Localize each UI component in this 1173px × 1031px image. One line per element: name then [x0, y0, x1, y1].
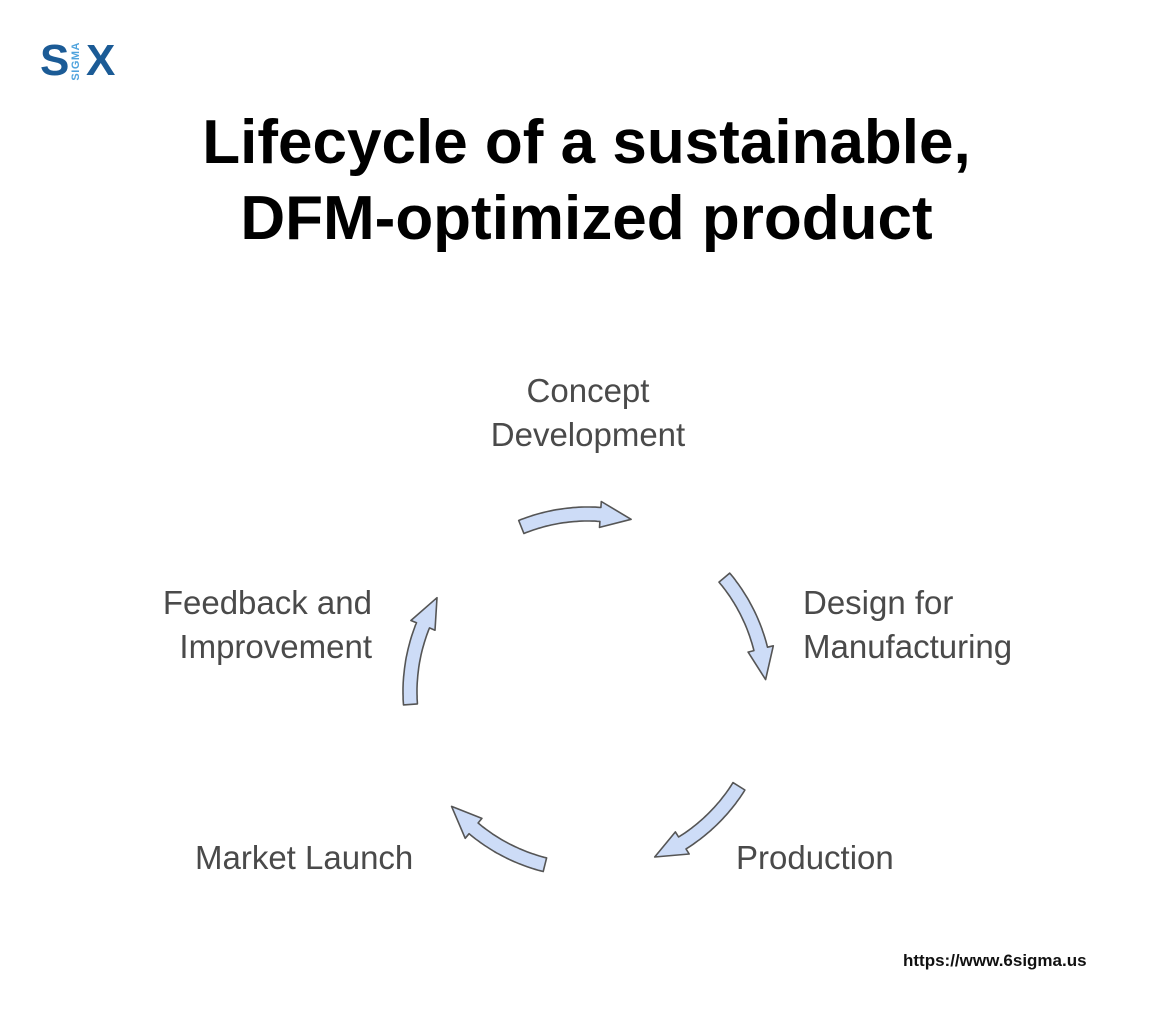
arrow-concept-to-design — [517, 500, 632, 535]
stage-label-line: Development — [490, 416, 686, 453]
stage-production: Production — [736, 836, 894, 880]
stage-label-line: Design for — [803, 584, 954, 621]
stage-design-for-manufacturing: Design for Manufacturing — [803, 581, 1012, 669]
arrow-feedback-to-concept — [402, 596, 438, 706]
stage-label-line: Improvement — [179, 628, 372, 665]
arrow-design-to-production — [718, 572, 775, 681]
logo-letter-x: X — [86, 36, 116, 85]
logo-letter-s: S — [40, 36, 70, 85]
page-title: Lifecycle of a sustainable, DFM-optimize… — [0, 105, 1173, 257]
stage-feedback-and-improvement: Feedback and Improvement — [80, 581, 372, 669]
footer-url: https://www.6sigma.us — [903, 951, 1087, 970]
stage-market-launch: Market Launch — [195, 836, 413, 880]
stage-concept-development: Concept Development — [438, 369, 738, 457]
stage-label-line: Production — [736, 839, 894, 876]
stage-label-line: Concept — [526, 372, 650, 409]
title-line-2: DFM-optimized product — [240, 184, 933, 253]
stage-label-line: Manufacturing — [803, 628, 1013, 665]
six-sigma-logo: S SIGMA X — [40, 38, 130, 84]
title-line-1: Lifecycle of a sustainable, — [202, 108, 971, 177]
arrow-production-to-market — [653, 781, 746, 858]
arrow-market-to-feedback — [450, 805, 548, 873]
stage-label-line: Market Launch — [195, 839, 414, 876]
cycle-arrows — [402, 500, 775, 873]
stage-label-line: Feedback and — [162, 584, 372, 621]
